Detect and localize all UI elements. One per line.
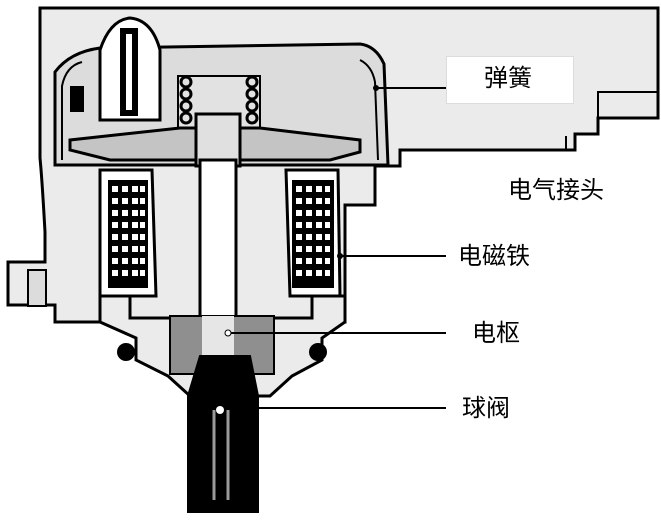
nozzle-tip xyxy=(187,355,259,513)
o-ring-right xyxy=(309,343,327,361)
central-sleeve xyxy=(194,112,242,168)
ball-valve-ball xyxy=(216,406,224,414)
nozzle-highlight xyxy=(212,410,230,500)
label-armature: 电枢 xyxy=(472,319,520,347)
housing-side-strip xyxy=(27,269,47,307)
label-spring: 弹簧 xyxy=(484,64,532,92)
connector-step xyxy=(597,91,658,118)
cap-clip xyxy=(70,86,84,112)
label-ball-valve: 球阀 xyxy=(462,394,510,422)
label-electromagnet: 电磁铁 xyxy=(458,242,530,270)
pin-slot xyxy=(126,34,132,110)
label-connector: 电气接头 xyxy=(508,176,604,204)
cap-left-wall xyxy=(61,61,83,160)
cap-right-wall xyxy=(359,59,379,161)
coil-right-grid xyxy=(296,186,330,276)
o-ring-left xyxy=(117,343,135,361)
coil-left-grid xyxy=(112,186,145,276)
spring-label-box xyxy=(446,56,574,104)
armature-rod-lower xyxy=(202,316,234,360)
